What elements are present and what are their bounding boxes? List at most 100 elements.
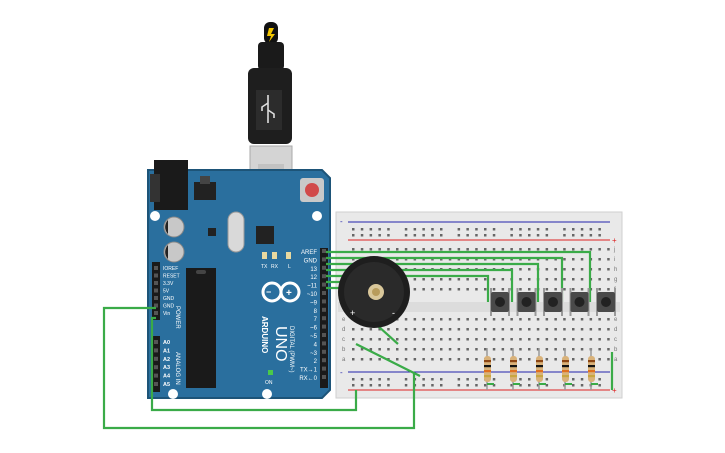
wire-buzzer2 [377, 325, 399, 345]
status-leds: L TX RX [261, 252, 291, 270]
row-letter: e [614, 317, 618, 323]
power-pin[interactable] [154, 266, 158, 270]
buzzer-minus-label: - [392, 308, 395, 318]
svg-text:-: - [340, 368, 343, 377]
row-letter: d [342, 327, 345, 333]
digital-pin-label: ~3 [310, 351, 318, 357]
analog-pin[interactable] [154, 365, 158, 370]
digital-pin-label: 7 [314, 317, 318, 323]
digital-pin[interactable] [322, 274, 326, 279]
digital-pin[interactable] [322, 341, 326, 346]
digital-pin[interactable] [322, 333, 326, 337]
row-letter: c [614, 337, 617, 343]
pushbutton-cap-icon [601, 297, 611, 307]
digital-pin-label: ~10 [307, 292, 318, 298]
power-pin[interactable] [154, 311, 158, 315]
analog-pin[interactable] [154, 340, 158, 344]
digital-pin[interactable] [322, 299, 326, 304]
power-pin-label: RESET [163, 274, 180, 280]
analog-pin[interactable] [154, 373, 158, 378]
digital-header-label: DIGITAL (PWM~) [288, 326, 294, 373]
pushbutton-cap-icon [548, 297, 558, 307]
reset-button[interactable] [300, 178, 324, 202]
pushbutton-cap-icon [495, 297, 505, 307]
pushbutton[interactable] [543, 288, 563, 316]
arduino-logo-text: ARDUINO [260, 316, 269, 353]
row-letter: e [342, 317, 346, 323]
on-led: ON [265, 370, 273, 386]
digital-pin[interactable] [322, 307, 326, 312]
pushbutton[interactable] [569, 288, 590, 316]
digital-pin[interactable] [322, 316, 326, 321]
crystal-icon [227, 211, 245, 253]
digital-pin[interactable] [322, 249, 326, 253]
wire-gnd2 [150, 316, 358, 412]
row-letter: h [614, 267, 617, 273]
power-pin[interactable] [154, 303, 158, 308]
pushbutton-cap-icon [521, 297, 532, 307]
wire-buzzer [355, 343, 421, 377]
row-letter: b [614, 347, 618, 353]
pushbutton[interactable] [596, 288, 616, 316]
digital-pin[interactable] [322, 265, 326, 270]
wire-5v [102, 306, 416, 430]
led-l-label: L [288, 264, 291, 270]
arduino-logo-icon: − + [261, 281, 301, 303]
analog-pin[interactable] [154, 382, 158, 386]
analog-header[interactable] [152, 336, 160, 392]
digital-pin-label: 12 [310, 275, 317, 281]
svg-text:+: + [286, 288, 292, 299]
digital-pin[interactable] [322, 349, 326, 354]
power-pin[interactable] [154, 288, 158, 293]
row-letter: g [614, 277, 617, 283]
microcontroller-chip [186, 268, 216, 388]
board-model-label: UNO [272, 326, 289, 362]
power-pin-label: 5V [163, 289, 170, 295]
wire-12 [326, 262, 540, 302]
led-tx-label: TX [261, 264, 268, 270]
analog-header-label: ANALOG IN [174, 352, 180, 385]
pushbutton[interactable] [516, 288, 537, 316]
analog-pin-label: A0 [163, 340, 170, 346]
resistor [484, 348, 494, 390]
row-letter: c [342, 337, 345, 343]
digital-pin-label: 2 [314, 359, 318, 365]
digital-pin[interactable] [322, 282, 326, 287]
digital-pin-label: RX←0 [299, 376, 317, 382]
analog-pin-label: A3 [163, 365, 170, 371]
analog-pin[interactable] [154, 356, 158, 361]
svg-text:-: - [340, 217, 343, 226]
analog-pin[interactable] [154, 348, 158, 353]
top-power-rail: - + [340, 217, 617, 245]
resistor [536, 348, 546, 390]
row-letter: b [342, 347, 346, 353]
power-pin[interactable] [154, 296, 158, 300]
led-rx-label: RX [271, 264, 279, 270]
resistor [562, 348, 572, 390]
digital-pin[interactable] [322, 366, 326, 371]
wire-13 [326, 256, 564, 302]
digital-pin[interactable] [322, 375, 326, 379]
power-pin-label: GND [163, 304, 175, 310]
digital-pin[interactable] [322, 291, 326, 295]
arduino-uno-board[interactable]: L TX RX − + ARDUINO UNO DIGITAL (PWM~) P… [147, 160, 331, 399]
analog-pin-label: A5 [163, 382, 170, 388]
power-pin-label: 3.3V [163, 281, 174, 287]
power-pin[interactable] [154, 273, 158, 278]
pushbuttons[interactable] [490, 288, 616, 316]
digital-pin-label: 4 [314, 342, 318, 348]
piezo-buzzer[interactable]: + - [338, 256, 410, 328]
resistor [510, 348, 520, 390]
digital-pin[interactable] [322, 324, 326, 329]
svg-text:+: + [612, 386, 617, 395]
row-letter: a [342, 357, 346, 363]
resistor [588, 348, 598, 390]
digital-pin[interactable] [322, 358, 326, 363]
row-letter: d [614, 327, 617, 333]
digital-pin[interactable] [322, 257, 326, 262]
pushbutton[interactable] [490, 288, 510, 316]
row-letter: a [614, 357, 618, 363]
buzzer-plus-label: + [350, 308, 355, 318]
power-pin[interactable] [154, 281, 158, 285]
